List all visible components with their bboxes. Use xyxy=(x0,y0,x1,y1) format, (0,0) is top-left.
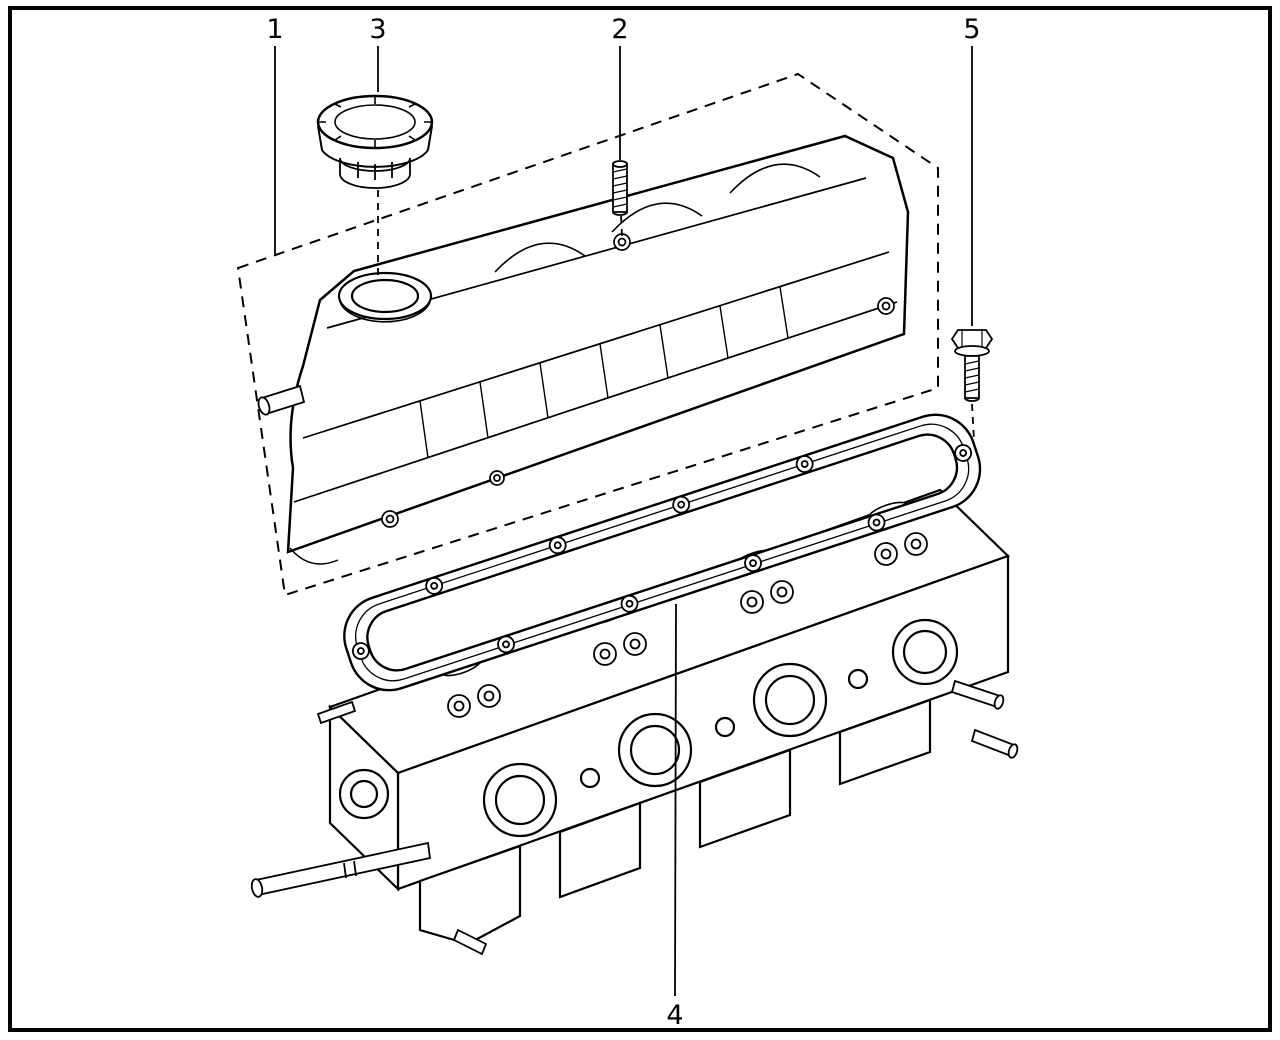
stud-part xyxy=(612,160,628,216)
bolt-threads xyxy=(964,360,980,393)
head-studs xyxy=(250,679,1019,956)
cylinder-head xyxy=(250,488,1019,956)
cover-left-skirt xyxy=(289,547,339,565)
camshaft-cover xyxy=(257,134,910,565)
bolt-flange xyxy=(954,345,990,357)
camshaft-cover-gasket xyxy=(343,413,982,692)
callout-label-2: 2 xyxy=(611,14,628,45)
oil-filler-neck xyxy=(337,271,433,323)
stud-boss xyxy=(613,233,631,251)
head-bottom-lumps xyxy=(418,698,932,946)
cap-collar xyxy=(339,157,411,189)
cap-scallops xyxy=(318,96,432,148)
flange-bolt xyxy=(950,329,994,402)
callout-label-5: 5 xyxy=(963,14,980,45)
breather-tube xyxy=(257,384,306,416)
gasket-band xyxy=(343,413,982,692)
callout-label-1: 1 xyxy=(266,14,283,45)
valve-spring-clusters xyxy=(447,532,928,718)
callout-line-4 xyxy=(674,603,677,997)
stud-threads xyxy=(612,168,628,208)
callout-label-4: 4 xyxy=(666,1000,683,1031)
callouts xyxy=(274,46,975,997)
cover-ribs xyxy=(419,286,789,459)
callout-label-3: 3 xyxy=(369,14,386,45)
camshaft-bore xyxy=(338,768,390,820)
gasket-bolt-tabs xyxy=(351,444,973,660)
gasket-mid-contour xyxy=(355,423,970,682)
cover-bolt-bosses xyxy=(381,233,895,528)
oil-filler-cap xyxy=(316,94,434,189)
intake-ports xyxy=(482,618,959,838)
